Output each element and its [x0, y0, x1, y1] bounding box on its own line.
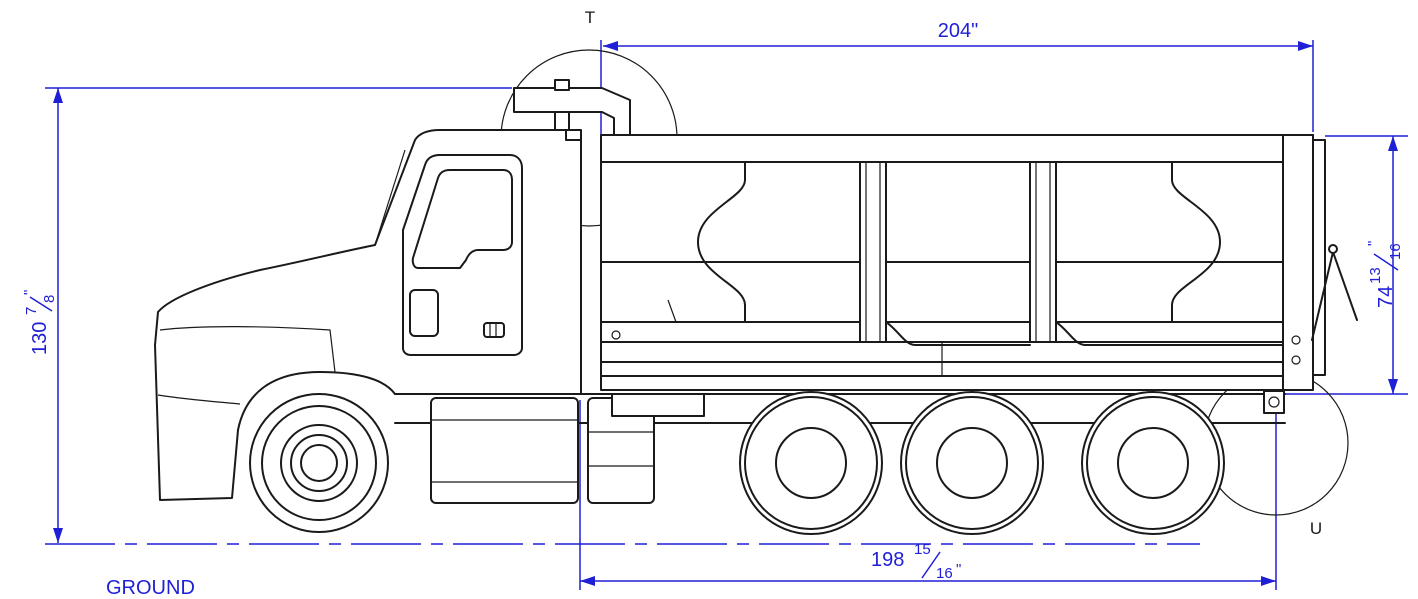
body-height-unit: "	[1365, 241, 1382, 246]
tailgate	[1282, 134, 1314, 391]
cab-to-end-denominator: 16	[936, 565, 953, 582]
overall-height-unit: "	[21, 290, 38, 295]
battery-box	[587, 393, 705, 504]
body-height-denominator: 16	[1387, 243, 1404, 260]
cab-to-end-whole: 198	[871, 549, 904, 571]
side-mirror	[409, 289, 439, 337]
front-wheel	[249, 393, 389, 533]
arrowhead	[1298, 41, 1313, 51]
body-post	[1029, 161, 1057, 343]
body-post	[859, 161, 887, 343]
fraction-bar	[921, 551, 941, 579]
body-height-numerator: 13	[1367, 267, 1384, 284]
side-bulge-left	[697, 161, 746, 323]
detail-label-top: T	[585, 8, 595, 27]
fuel-tank	[430, 397, 579, 504]
dump-body	[600, 134, 1358, 414]
overall-height-whole: 130	[29, 322, 51, 355]
door-handle	[483, 322, 505, 338]
rear-wheel-1	[739, 391, 883, 535]
cab-to-end-label: 198 15 16 "	[871, 541, 961, 582]
cab-to-end-unit: "	[956, 561, 961, 578]
overall-height-label: 130 7 8 "	[21, 290, 58, 355]
arrowhead	[53, 528, 63, 543]
body-height-whole: 74	[1375, 286, 1397, 308]
overall-height-denominator: 8	[41, 295, 58, 303]
detail-label-bottom: U	[1310, 519, 1322, 538]
body-height-label: 74 13 16 "	[1365, 241, 1404, 308]
tailgate-hinge-post	[1312, 139, 1326, 376]
tailgate-latch-arm	[1311, 251, 1358, 341]
cab-to-end-numerator: 15	[914, 541, 931, 558]
body-top-rail	[600, 134, 1314, 163]
cab	[154, 129, 582, 501]
arrowhead	[603, 41, 618, 51]
side-bulge-right	[1171, 161, 1221, 323]
arrowhead	[1388, 379, 1398, 394]
overall-height-numerator: 7	[23, 307, 40, 315]
tail-light	[1263, 390, 1285, 414]
body-length-label: 204"	[938, 20, 978, 42]
cab-window	[411, 169, 513, 269]
arrowhead	[580, 576, 595, 586]
arrowhead	[53, 88, 63, 103]
exhaust-stack	[513, 79, 631, 136]
arrowhead	[1261, 576, 1276, 586]
arrowhead	[1388, 136, 1398, 151]
dimension-lines	[45, 40, 1408, 590]
fraction-bar	[1373, 253, 1399, 271]
ground-label: GROUND	[106, 577, 195, 599]
rear-wheel-2	[900, 391, 1044, 535]
fraction-bar	[29, 296, 53, 312]
rear-wheel-3	[1081, 391, 1225, 535]
body-rivet	[611, 330, 621, 340]
